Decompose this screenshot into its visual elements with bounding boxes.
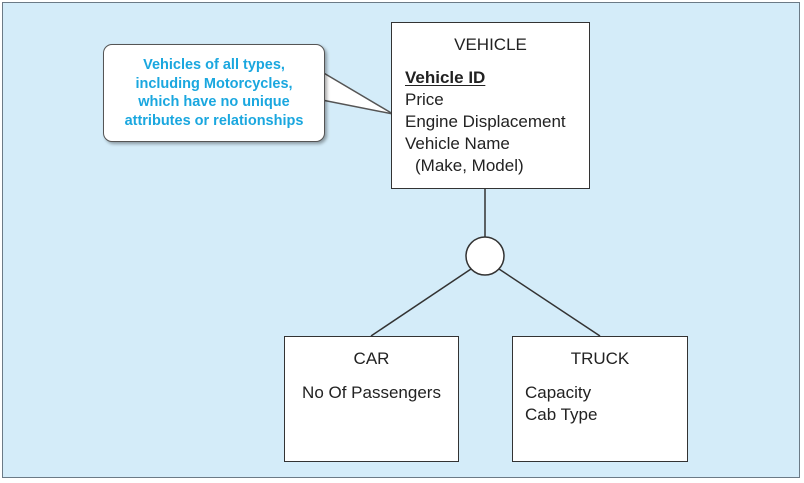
subtype-line-car	[370, 268, 472, 337]
callout-line: Vehicles of all types,	[143, 57, 285, 73]
attribute-vehicle-name: Vehicle Name	[405, 134, 510, 153]
entity-name-car: CAR	[353, 349, 390, 368]
subtype-circle	[465, 236, 505, 276]
entity-car[interactable]: CAR No Of Passengers	[284, 336, 459, 462]
callout-line: including Motorcycles,	[135, 75, 293, 92]
attribute-list-truck: Capacity Cab Type	[525, 382, 687, 426]
attribute-vehicle-name-components: (Make, Model)	[415, 156, 524, 175]
attribute-list-car: No Of Passengers	[285, 382, 458, 404]
attribute-engine-displacement: Engine Displacement	[405, 112, 566, 131]
callout-note: Vehicles of all types, including Motorcy…	[103, 44, 325, 142]
attribute-price: Price	[405, 90, 444, 109]
entity-name-truck: TRUCK	[570, 349, 630, 368]
subtype-line-truck	[498, 268, 601, 337]
primary-key-attribute: Vehicle ID	[405, 68, 486, 87]
entity-vehicle[interactable]: VEHICLE Vehicle ID Price Engine Displace…	[391, 22, 590, 189]
entity-truck[interactable]: TRUCK Capacity Cab Type	[512, 336, 688, 462]
attribute-cab-type: Cab Type	[525, 405, 598, 424]
callout-line: attributes or relationships	[124, 112, 304, 129]
attribute-capacity: Capacity	[525, 383, 592, 402]
attribute-list-vehicle: Vehicle ID Price Engine Displacement Veh…	[405, 67, 589, 177]
callout-line: which have no unique	[138, 94, 290, 110]
entity-name-vehicle: VEHICLE	[454, 35, 527, 54]
attribute-no-of-passengers: No Of Passengers	[302, 383, 441, 402]
callout-pointer	[321, 70, 394, 115]
